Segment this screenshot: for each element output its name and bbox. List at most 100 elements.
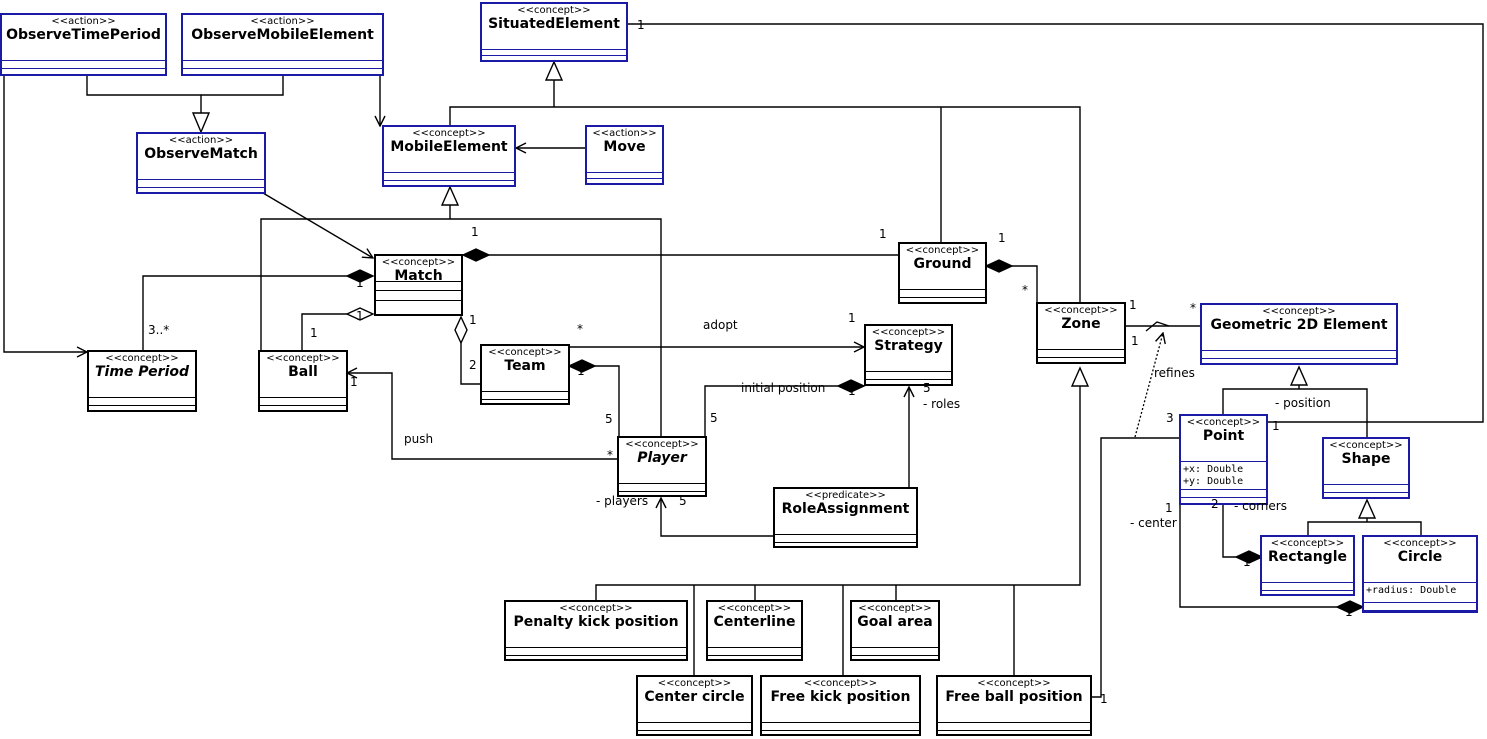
association-label: 3 — [1166, 411, 1174, 425]
player-class[interactable]: <<concept>>Player — [617, 436, 707, 497]
free-kick-position-stereotype: <<concept>> — [803, 678, 878, 689]
strategy-class[interactable]: <<concept>>Strategy — [864, 324, 953, 386]
free-kick-position-class[interactable]: <<concept>>Free kick position — [760, 675, 921, 736]
ground-class[interactable]: <<concept>>Ground — [898, 242, 987, 304]
compartment-separator — [506, 647, 686, 648]
compartment-separator — [89, 397, 195, 398]
association-label: 5 — [679, 494, 687, 508]
gen-zone-subclasses-bus — [595, 386, 1081, 600]
mobile-element-class[interactable]: <<concept>>MobileElement — [382, 125, 516, 187]
match-class[interactable]: <<concept>>Match — [374, 254, 463, 316]
role-assignment-stereotype: <<predicate>> — [805, 490, 886, 501]
goal-area-name: Goal area — [857, 614, 933, 630]
centerline-stereotype: <<concept>> — [717, 603, 792, 614]
free-ball-position-class[interactable]: <<concept>>Free ball position — [936, 675, 1092, 736]
compartment-separator — [260, 405, 346, 406]
circle-name: Circle — [1397, 549, 1443, 565]
gen-triangle-geometric — [1289, 365, 1309, 386]
association-label: 1 — [356, 309, 364, 323]
association-label: 1 — [1165, 501, 1173, 515]
situated-element-class[interactable]: <<concept>>SituatedElement — [480, 2, 628, 62]
compartment-separator — [587, 178, 662, 179]
ball-class[interactable]: <<concept>>Ball — [258, 350, 348, 412]
zone-class[interactable]: <<concept>>Zone — [1036, 302, 1126, 364]
association-label: refines — [1154, 366, 1195, 380]
compartment-separator — [1202, 350, 1396, 351]
assoc-team-player — [595, 365, 620, 437]
circle-class[interactable]: <<concept>>Circle+radius: Double — [1362, 535, 1478, 613]
compartment-separator — [762, 722, 919, 723]
association-label: 3..* — [148, 323, 170, 337]
move-class[interactable]: <<action>>Move — [585, 125, 664, 185]
association-label: 1 — [848, 311, 856, 325]
compartment-separator — [1038, 357, 1124, 358]
centerline-class[interactable]: <<concept>>Centerline — [706, 600, 803, 661]
shape-class[interactable]: <<concept>>Shape — [1322, 437, 1410, 499]
compartment-separator — [260, 397, 346, 398]
shape-stereotype: <<concept>> — [1329, 440, 1403, 451]
point-class[interactable]: <<concept>>Point+x: Double+y: Double — [1179, 414, 1268, 505]
compartment-separator — [1202, 358, 1396, 359]
gen-point — [1222, 388, 1368, 437]
compartment-separator — [384, 180, 514, 181]
point-name: Point — [1202, 428, 1245, 444]
composite-diamond-match-time-period — [345, 269, 375, 283]
observe-mobile-element-class[interactable]: <<action>>ObserveMobileElement — [181, 13, 384, 76]
zone-name: Zone — [1061, 316, 1101, 332]
compartment-separator — [866, 379, 951, 380]
compartment-separator — [619, 483, 705, 484]
time-period-stereotype: <<concept>> — [105, 353, 179, 364]
compartment-separator — [482, 399, 568, 400]
gen-rectangle — [1307, 521, 1422, 535]
association-label: 2 — [1211, 497, 1219, 511]
compartment-separator — [1364, 610, 1476, 611]
circle-stereotype: <<concept>> — [1383, 538, 1457, 549]
assoc-player-strategy — [704, 385, 838, 437]
gen-observe-time-period — [86, 76, 202, 113]
compartment-separator — [852, 655, 938, 656]
team-class[interactable]: <<concept>>Team — [480, 344, 570, 405]
team-name: Team — [504, 358, 546, 374]
assoc-ball-match — [301, 313, 347, 350]
association-label: 1 — [1129, 298, 1137, 312]
compartment-separator — [708, 655, 801, 656]
association-label: 1 — [637, 18, 645, 32]
association-label: 1 — [1131, 334, 1139, 348]
rectangle-stereotype: <<concept>> — [1270, 538, 1345, 549]
compartment-separator — [183, 68, 382, 69]
assoc-observe-time-period-time-period — [3, 76, 87, 352]
penalty-kick-position-class[interactable]: <<concept>>Penalty kick position — [504, 600, 688, 661]
association-label: * — [607, 448, 613, 462]
compartment-separator — [138, 179, 264, 180]
geometric-2d-element-stereotype: <<concept>> — [1262, 306, 1336, 317]
association-label: push — [404, 432, 434, 446]
center-circle-class[interactable]: <<concept>>Center circle — [636, 675, 753, 736]
goal-area-class[interactable]: <<concept>>Goal area — [850, 600, 940, 661]
assoc-observe-match-match — [262, 192, 373, 258]
compartment-separator — [1324, 484, 1408, 485]
compartment-separator — [638, 722, 751, 723]
compartment-separator — [938, 730, 1090, 731]
move-stereotype: <<action>> — [592, 128, 657, 139]
gen-observe-mobile-element — [201, 76, 284, 96]
observe-match-class[interactable]: <<action>>ObserveMatch — [136, 132, 266, 194]
association-label: - center — [1130, 516, 1177, 530]
rectangle-class[interactable]: <<concept>>Rectangle — [1260, 535, 1355, 596]
compartment-separator — [89, 405, 195, 406]
gen-triangle-situated-element — [544, 60, 564, 81]
role-assignment-class[interactable]: <<predicate>>RoleAssignment — [773, 487, 918, 548]
association-label: * — [1022, 283, 1028, 297]
time-period-class[interactable]: <<concept>>Time Period — [87, 350, 197, 412]
compartment-separator — [900, 289, 985, 290]
match-name: Match — [394, 268, 443, 284]
player-name: Player — [637, 450, 687, 466]
centerline-name: Centerline — [713, 614, 796, 630]
observe-time-period-class[interactable]: <<action>>ObserveTimePeriod — [0, 13, 167, 76]
geometric-2d-element-class[interactable]: <<concept>>Geometric 2D Element — [1200, 303, 1398, 365]
association-label: - players — [596, 494, 649, 508]
strategy-stereotype: <<concept>> — [871, 327, 946, 338]
free-kick-position-name: Free kick position — [770, 689, 911, 705]
move-name: Move — [603, 139, 646, 155]
compartment-separator — [138, 187, 264, 188]
association-label: 1 — [356, 276, 364, 290]
